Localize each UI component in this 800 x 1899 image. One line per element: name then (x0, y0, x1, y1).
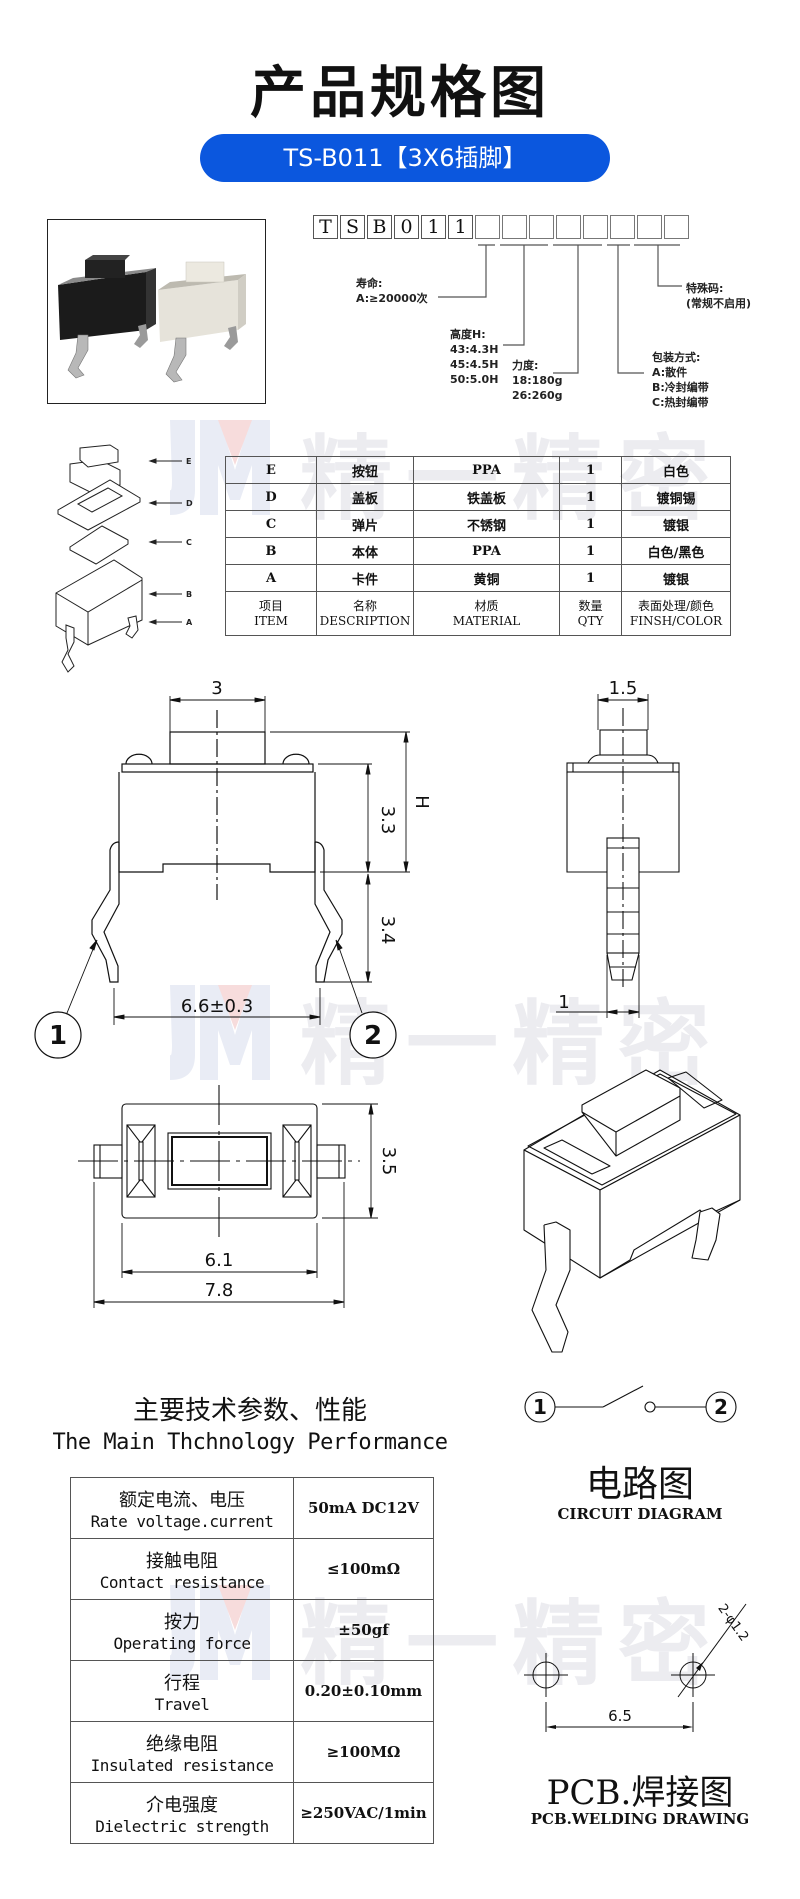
circuit-title-en: CIRCUIT DIAGRAM (557, 1505, 723, 1523)
switch-photo-illustration (58, 255, 246, 383)
code-slot (529, 215, 554, 239)
pcb-welding-drawing: 6.5 2-φ1.2 (524, 1601, 751, 1732)
circuit-pin-1: 1 (533, 1395, 547, 1419)
specs-title-cn: 主要技术参数、性能 (132, 1396, 367, 1426)
top-view-drawing: 3.5 6.1 7.8 (78, 1085, 399, 1308)
pin-1-label: 1 (49, 1021, 67, 1051)
code-char: S (340, 215, 365, 239)
circuit-diagram: 1 2 (524, 1385, 737, 1423)
page-title: 产品规格图 (250, 61, 550, 126)
pcb-title-en: PCB.WELDING DRAWING (530, 1810, 750, 1828)
exploded-label-a: A (186, 618, 193, 627)
code-slot (556, 215, 581, 239)
part-code-leader-lines (438, 244, 682, 374)
dim-total-height: H (411, 795, 432, 809)
note-life: 寿命: A:≥20000次 (356, 277, 428, 305)
pcb-title-cn: PCB.焊接图 (546, 1773, 734, 1813)
front-view-drawing: 3 3.3 3.4 H 6.6±0.3 1 2 (34, 678, 432, 1059)
dim-pcb-hole: 2-φ1.2 (714, 1601, 751, 1644)
exploded-label-d: D (186, 499, 193, 508)
code-char: 1 (421, 215, 446, 239)
note-special: 特殊码: (常规不启用) (686, 282, 752, 310)
dim-pcb-pitch: 6.5 (608, 1707, 632, 1725)
circuit-pin-2: 2 (714, 1395, 728, 1419)
dim-pin-pitch: 6.6±0.3 (181, 996, 253, 1017)
note-packing: 包装方式: A:散件 B:冷封编带 C:热封编带 (652, 351, 709, 409)
table-row: B 本体 PPA 1 白色/黑色 (225, 537, 731, 565)
isometric-view-drawing (523, 1069, 741, 1353)
pin-2-label: 2 (364, 1021, 382, 1051)
watermark-logo (170, 420, 270, 515)
code-slot (475, 215, 500, 239)
code-char: 1 (448, 215, 473, 239)
exploded-label-e: E (186, 457, 191, 466)
code-char: B (367, 215, 392, 239)
specs-title-en: The Main Thchnology Performance (52, 1430, 448, 1455)
side-view-drawing: 1.5 1 (556, 678, 680, 1018)
code-slot (610, 215, 635, 239)
table-row: E 按钮 PPA 1 白色 (225, 456, 731, 484)
dim-body-height: 3.3 (377, 806, 398, 835)
circuit-title-cn: 电路图 (585, 1464, 694, 1505)
code-slot (637, 215, 662, 239)
exploded-view-drawing: E D C B A (55, 444, 193, 673)
table-row: C 弹片 不锈钢 1 镀银 (225, 510, 731, 538)
code-slot (502, 215, 527, 239)
product-photo (47, 219, 266, 404)
dim-leg-length: 3.4 (377, 916, 398, 945)
code-char: T (313, 215, 338, 239)
dim-pin-thickness: 1 (558, 992, 569, 1013)
note-force: 力度: 18:180g 26:260g (512, 359, 563, 402)
model-badge: TS-B011【3X6插脚】 (200, 134, 610, 182)
dim-overall-width: 7.8 (205, 1280, 234, 1301)
dim-side-button-width: 1.5 (609, 678, 638, 699)
exploded-label-c: C (186, 538, 192, 547)
dim-top-height: 3.5 (378, 1147, 399, 1176)
table-row: D 盖板 铁盖板 1 镀铜锡 (225, 483, 731, 511)
part-code-boxes: T S B 0 1 1 (313, 215, 689, 239)
exploded-label-b: B (186, 590, 192, 599)
code-char: 0 (394, 215, 419, 239)
code-slot (583, 215, 608, 239)
table-row: A 卡件 黄铜 1 镀银 (225, 564, 731, 592)
bom-table: E 按钮 PPA 1 白色 D 盖板 铁盖板 1 镀铜锡 C 弹片 不锈钢 1 … (225, 456, 731, 636)
dim-body-width: 6.1 (205, 1250, 234, 1271)
note-height: 高度H: 43:4.3H 45:4.5H 50:5.0H (450, 328, 499, 386)
watermark-logo (170, 985, 270, 1080)
code-slot (664, 215, 689, 239)
dim-button-width: 3 (211, 678, 222, 699)
